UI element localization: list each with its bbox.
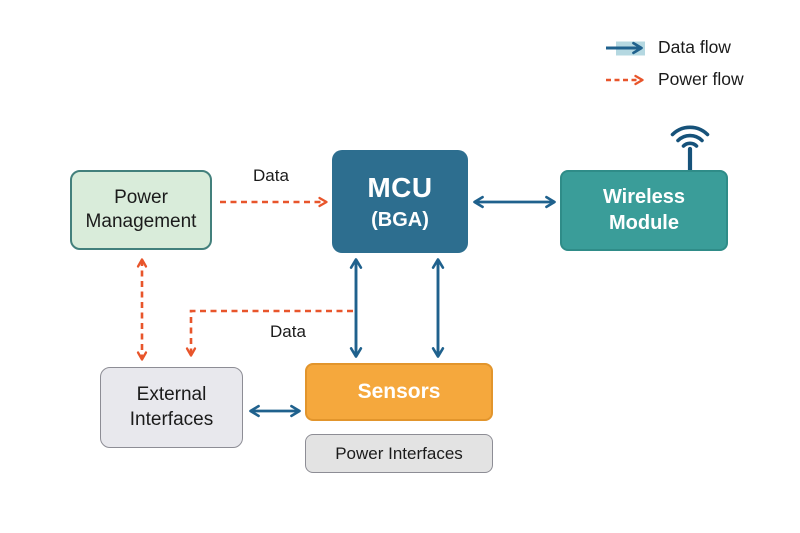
edge-label-data-middle: Data: [270, 322, 306, 341]
node-sensors: Sensors: [305, 363, 493, 421]
legend-data-flow-label: Data flow: [658, 37, 731, 57]
edge-label-data-top: Data: [253, 166, 289, 185]
power-management-label: Power Management: [85, 186, 197, 232]
power-interfaces-label: Power Interfaces: [335, 443, 463, 463]
node-mcu: MCU (BGA): [332, 150, 468, 253]
mcu-sublabel: (BGA): [371, 208, 429, 231]
external-interfaces-label: External Interfaces: [129, 384, 214, 430]
node-power-interfaces: Power Interfaces: [305, 434, 493, 473]
node-external-interfaces: External Interfaces: [100, 367, 243, 448]
sensors-label: Sensors: [357, 379, 441, 403]
legend-power-flow-label: Power flow: [658, 69, 744, 89]
wireless-module-label: Wireless Module: [602, 185, 686, 234]
wifi-icon: [670, 125, 710, 174]
node-wireless-module: Wireless Module: [560, 170, 728, 251]
mcu-label: MCU: [367, 171, 433, 203]
node-power-management: Power Management: [70, 170, 212, 250]
edge-bus-to-external-interfaces: [185, 309, 353, 357]
